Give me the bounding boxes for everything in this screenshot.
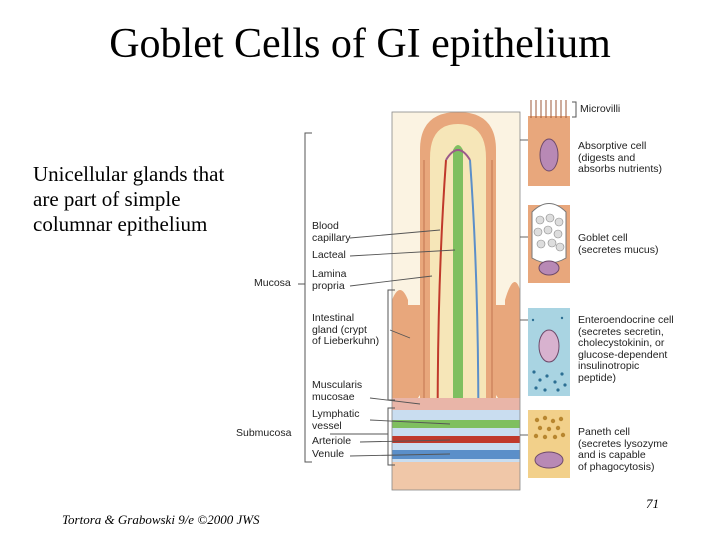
label-submucosa: Submucosa	[236, 427, 292, 439]
label-line: Intestinal	[312, 312, 355, 324]
lymphatic-vessel	[392, 420, 520, 428]
credit-line: Tortora & Grabowski 9/e ©2000 JWS	[62, 512, 260, 527]
venule	[392, 450, 520, 459]
label-line: mucosae	[312, 390, 355, 403]
villus-cross-section	[392, 112, 520, 490]
page-number: 71	[646, 496, 659, 511]
label-line: absorbs nutrients)	[578, 163, 663, 175]
absorptive-cell-illustration	[528, 100, 570, 186]
intestinal-gland-right	[496, 305, 512, 402]
slide-title: Goblet Cells of GI epithelium	[109, 21, 611, 67]
label-line: Lamina	[312, 268, 347, 280]
label-line: Paneth cell	[578, 426, 630, 438]
goblet-cell-illustration	[528, 203, 570, 283]
arteriole	[392, 436, 520, 443]
label-line: Goblet cell	[578, 232, 628, 244]
label-line: capillary	[312, 231, 351, 244]
label-line: peptide)	[578, 371, 616, 384]
label-line: of Lieberkuhn)	[312, 335, 380, 347]
body-line-1: Unicellular glands that	[33, 162, 225, 186]
label-line: and is capable	[578, 449, 646, 461]
label-microvilli: Microvilli	[580, 103, 621, 115]
label-line: Lymphatic	[312, 408, 360, 420]
intestinal-gland-left	[404, 305, 420, 402]
label-line: Muscularis	[312, 379, 363, 391]
label-line: cholecystokinin, or	[578, 337, 665, 349]
paneth-cell-illustration	[528, 410, 570, 478]
label-line: (secretes mucus)	[578, 243, 659, 256]
muscularis-mucosae-layer	[392, 398, 520, 410]
body-text: Unicellular glands that are part of simp…	[33, 162, 283, 237]
label-lacteal: Lacteal	[312, 249, 346, 261]
label-line: Absorptive cell	[578, 140, 647, 152]
enteroendocrine-cell-illustration	[528, 308, 570, 396]
label-mucosa: Mucosa	[254, 277, 291, 289]
label-line: glucose-dependent	[578, 348, 668, 361]
label-line: (secretes lysozyme	[578, 437, 668, 450]
label-arteriole: Arteriole	[312, 435, 352, 447]
lacteal	[453, 145, 463, 480]
label-line: Enteroendocrine cell	[578, 314, 674, 326]
label-line: Blood	[312, 220, 339, 232]
leader-lines	[349, 139, 528, 457]
label-line: vessel	[312, 419, 342, 432]
submucosa-bracket	[387, 407, 395, 466]
label-venule: Venule	[312, 448, 345, 460]
body-line-2: are part of simple	[33, 187, 181, 211]
label-line: insulinotropic	[578, 360, 640, 372]
label-line: (secretes secretin,	[578, 325, 664, 338]
mucosa-bracket	[304, 132, 312, 463]
label-line: (digests and	[578, 151, 636, 164]
label-line: of phagocytosis)	[578, 460, 655, 473]
label-line: gland (crypt	[312, 323, 367, 336]
body-line-3: columnar epithelium	[33, 212, 208, 236]
label-line: propria	[312, 279, 345, 292]
label-enteroendocrine-cell: Enteroendocrine cell(secretes secretin,c…	[578, 314, 674, 384]
label-goblet-cell: Goblet cell(secretes mucus)	[578, 232, 659, 256]
